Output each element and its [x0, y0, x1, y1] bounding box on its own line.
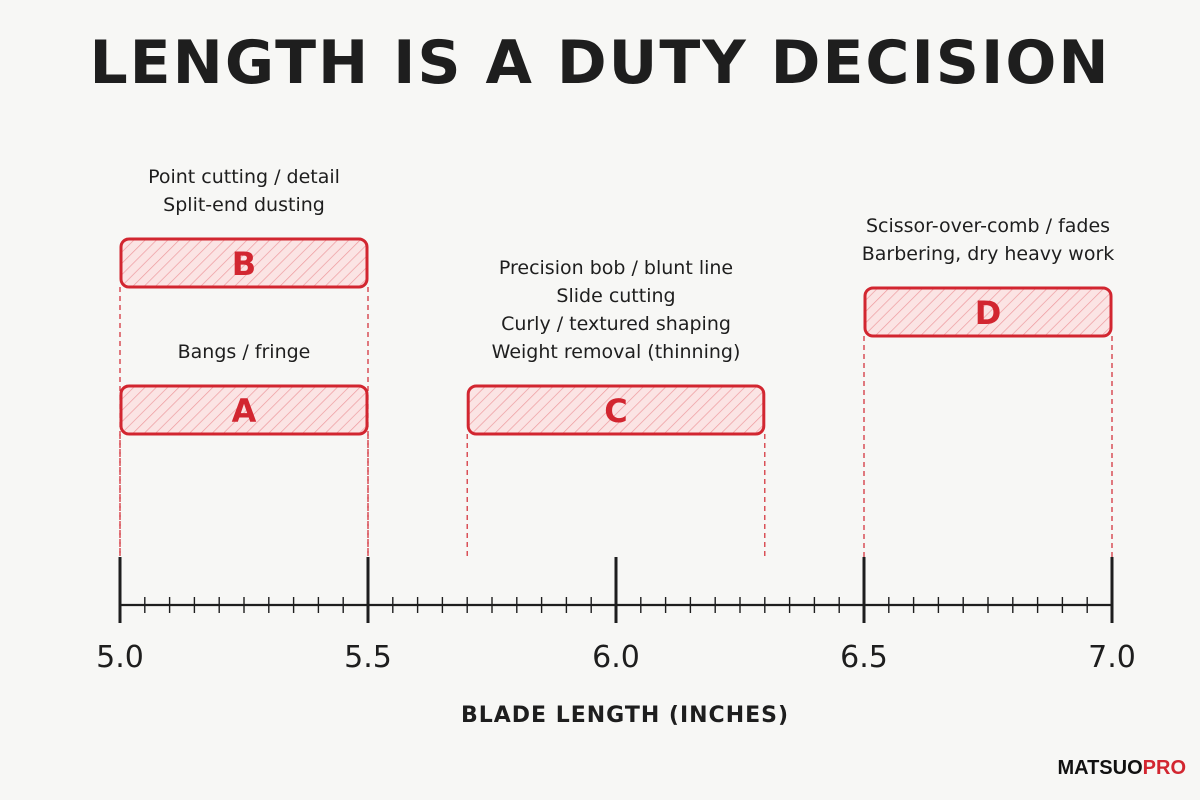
tick-label: 6.5	[840, 640, 888, 675]
range-bars: B A C D	[119, 237, 1113, 436]
x-axis: 5.0 5.5 6.0 6.5 7.0	[96, 557, 1136, 675]
use-label-d: Scissor-over-comb / fades	[866, 215, 1110, 237]
use-label-c: Curly / textured shaping	[501, 313, 731, 335]
brand-part1: MATSUO	[1057, 757, 1143, 779]
use-label-a: Bangs / fringe	[178, 341, 311, 363]
range-label-b: B	[232, 245, 256, 283]
use-label-c: Slide cutting	[556, 285, 675, 307]
range-label-a: A	[232, 392, 257, 430]
tick-label: 5.0	[96, 640, 144, 675]
range-label-d: D	[975, 294, 1002, 332]
tick-label: 5.5	[344, 640, 392, 675]
use-label-c: Precision bob / blunt line	[499, 257, 733, 279]
use-label-b: Split-end dusting	[163, 194, 325, 216]
tick-label: 6.0	[592, 640, 640, 675]
use-label-c: Weight removal (thinning)	[492, 341, 741, 363]
chart-title: LENGTH IS A DUTY DECISION	[89, 28, 1111, 98]
x-axis-label: BLADE LENGTH (INCHES)	[460, 703, 790, 728]
brand-part2: PRO	[1142, 757, 1186, 779]
tick-label: 7.0	[1088, 640, 1136, 675]
use-label-d: Barbering, dry heavy work	[862, 243, 1115, 265]
range-bar-a	[119, 384, 369, 436]
range-bar-d	[863, 286, 1113, 338]
range-label-c: C	[604, 392, 627, 430]
brand-logo: MATSUOPRO	[1057, 757, 1186, 780]
range-bar-c	[466, 384, 766, 436]
range-bar-b	[119, 237, 369, 289]
use-label-b: Point cutting / detail	[148, 166, 340, 188]
